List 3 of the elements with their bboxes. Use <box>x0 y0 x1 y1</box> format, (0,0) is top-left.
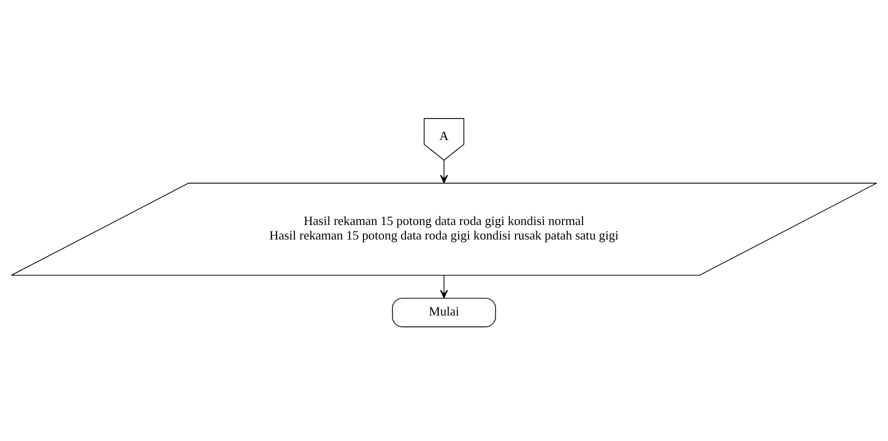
arrow <box>440 160 448 184</box>
node-box: Mulai <box>392 298 496 328</box>
arrow <box>440 275 448 298</box>
